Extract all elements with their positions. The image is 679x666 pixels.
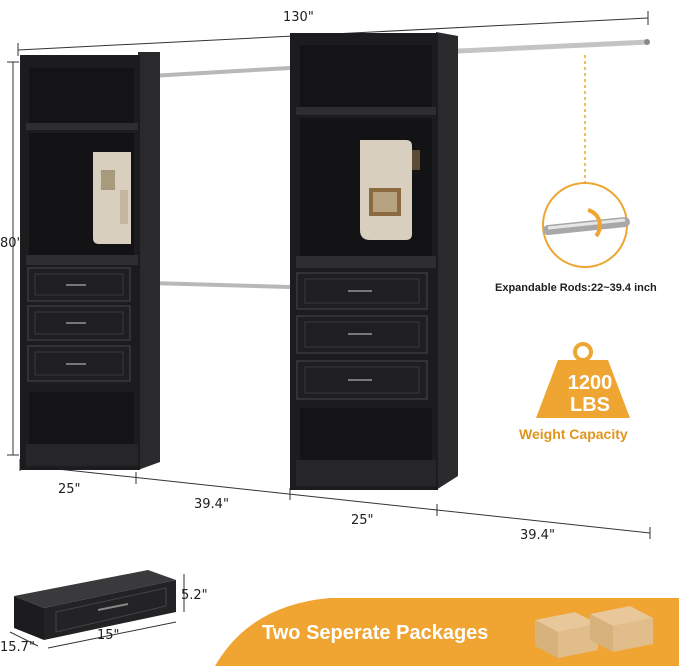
rod2-width-label: 39.4" [520,528,555,543]
total-width-label: 130" [283,10,314,25]
drawer-detail [9,570,185,649]
weight-unit: LBS [570,394,610,416]
expandable-rod-callout [542,55,630,268]
packages-banner-text: Two Seperate Packages [262,622,489,644]
unit2-width-label: 25" [351,513,374,528]
weight-value-block: 1200 LBS [550,372,630,416]
unit1-width-label: 25" [58,482,81,497]
package-boxes-icon [535,606,653,658]
drawer-depth-label: 15.7" [0,640,35,655]
weight-capacity-caption: Weight Capacity [519,426,628,442]
weight-icon [536,342,630,418]
drawer-height-label: 5.2" [181,588,208,603]
height-label: 80" [0,236,23,251]
weight-value: 1200 [567,372,613,394]
right-tower-cabinet [290,32,458,490]
expandable-rods-label: Expandable Rods:22~39.4 inch [495,282,657,294]
drawer-width-label: 15" [97,628,120,643]
hanging-rods [149,39,650,289]
rod1-width-label: 39.4" [194,497,229,512]
left-tower-cabinet [20,52,160,470]
bottom-dim-line [19,464,651,534]
